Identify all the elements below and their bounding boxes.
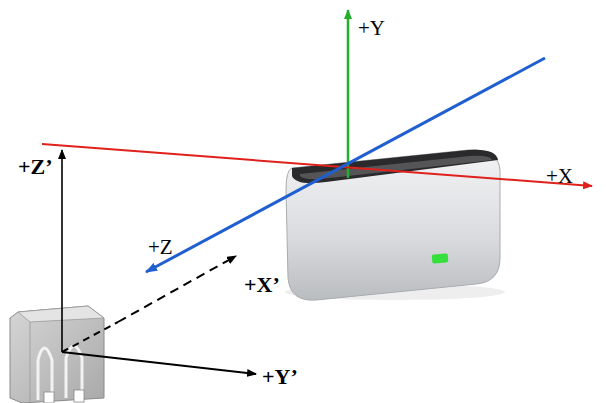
x-prime-axis-label: +X’ — [244, 274, 280, 296]
x-axis-label: +X — [546, 166, 573, 187]
z-axis-label: +Z — [148, 237, 173, 258]
z-prime-axis-label: +Z’ — [18, 156, 53, 178]
y-prime-axis-label: +Y’ — [262, 366, 298, 388]
y-axis-label: +Y — [358, 18, 385, 39]
